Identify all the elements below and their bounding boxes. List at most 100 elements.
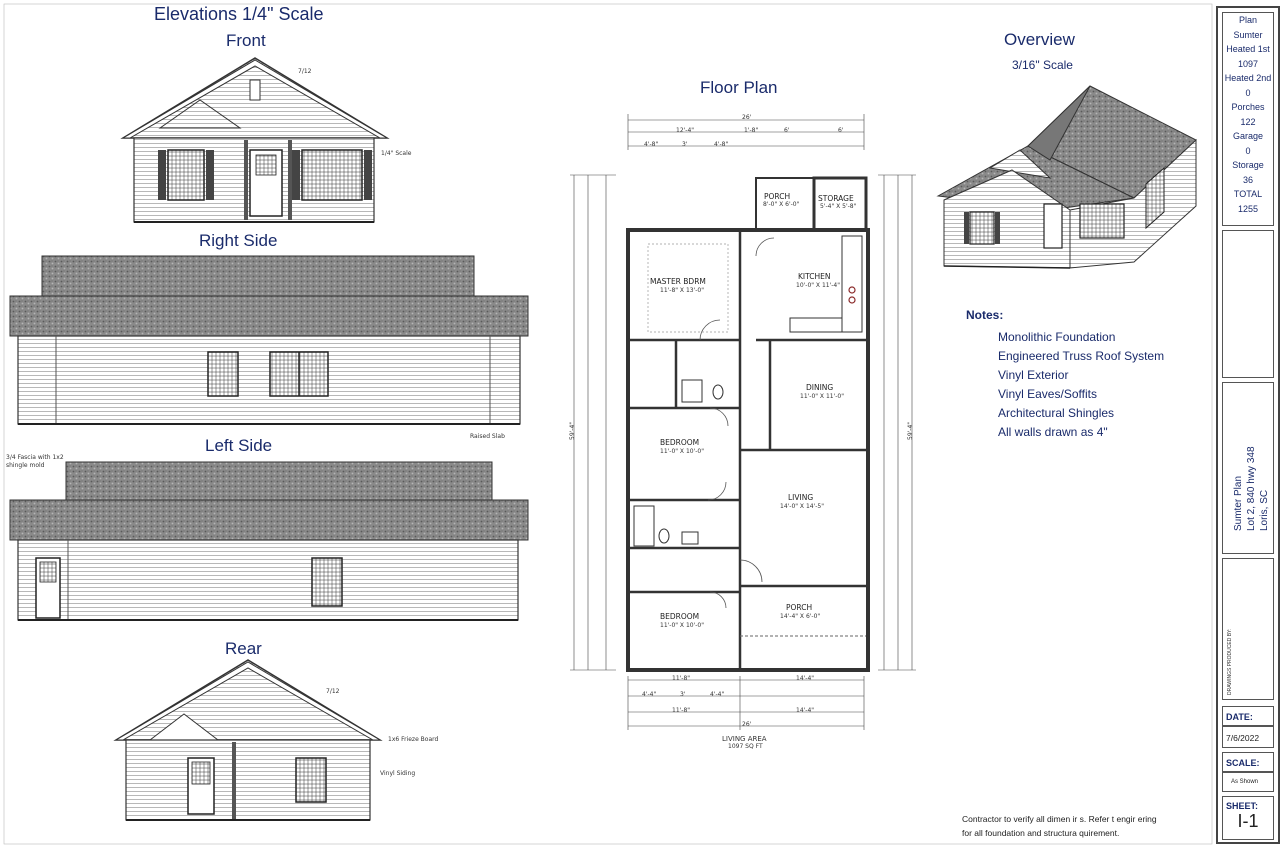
- dim-top-f: 3': [682, 141, 688, 148]
- front-scale-note: 1/4" Scale: [381, 150, 412, 157]
- notes-section: Notes: Monolithic Foundation Engineered …: [966, 308, 1164, 442]
- overview-3d-drawing: [936, 85, 1197, 269]
- dim-bottom-total: 26': [742, 721, 752, 728]
- sheet-value: I-1: [1237, 811, 1259, 831]
- dim-bottom-g: 14'-4": [796, 707, 815, 714]
- dim-top-total: 26': [742, 114, 752, 121]
- drawings-by-label: DRAWINGS PRODUCED BY:: [1227, 628, 1233, 696]
- note-item: Engineered Truss Roof System: [998, 349, 1165, 363]
- bedroom-1-size: 11'-0" X 10'-0": [660, 448, 704, 455]
- master-bedroom-label: MASTER BDRM: [650, 277, 706, 286]
- front-porch-label: PORCH: [786, 603, 813, 612]
- title-block: Plan Sumter Heated 1st 1097 Heated 2nd 0…: [1216, 6, 1280, 844]
- note-item: Vinyl Eaves/Soffits: [998, 387, 1097, 401]
- dim-top-c: 6': [784, 127, 790, 134]
- dim-top-a: 12'-4": [676, 127, 695, 134]
- dining-label: DINING: [806, 383, 834, 392]
- rear-elevation-title: Rear: [225, 639, 262, 658]
- vinyl-siding-note: Vinyl Siding: [380, 770, 416, 777]
- master-bedroom-size: 11'-8" X 13'-0": [660, 287, 704, 294]
- stat-line: Heated 2nd: [1224, 73, 1272, 83]
- fascia-note-line-2: shingle mold: [6, 462, 45, 469]
- stat-line: 122: [1240, 116, 1256, 127]
- stat-line: 36: [1242, 174, 1253, 185]
- dim-top-b: 1'-8": [744, 127, 759, 134]
- kitchen-label: KITCHEN: [798, 272, 831, 281]
- dim-left-total: 59'-4": [569, 421, 576, 440]
- left-side-elevation-drawing: [9, 461, 529, 621]
- dim-bottom-c: 4'-4": [642, 691, 657, 698]
- drawings-by-box: DRAWINGS PRODUCED BY:: [1222, 558, 1274, 700]
- living-area-label: LIVING AREA: [722, 735, 767, 743]
- fascia-note-line-1: 3/4 Fascia with 1x2: [6, 454, 64, 461]
- kitchen-size: 10'-0" X 11'-4": [796, 282, 840, 289]
- bedroom-1-label: BEDROOM: [660, 438, 700, 447]
- project-address: Lot 2, 840 hwy 348: [1246, 446, 1257, 531]
- front-elevation-title: Front: [226, 31, 266, 50]
- note-item: All walls drawn as 4": [998, 425, 1108, 439]
- living-label: LIVING: [788, 493, 814, 502]
- dim-bottom-b: 14'-4": [796, 675, 815, 682]
- bedroom-2-size: 11'-0" X 10'-0": [660, 622, 704, 629]
- project-info: Sumter Plan Lot 2, 840 hwy 348 Loris, SC: [1232, 446, 1271, 531]
- date-value: 7/6/2022: [1226, 733, 1260, 743]
- stat-line: Heated 1st: [1226, 44, 1270, 54]
- scale-label-box: SCALE:: [1222, 752, 1274, 772]
- dim-right-total: 59'-4": [907, 421, 914, 440]
- overview-scale: 3/16" Scale: [1012, 58, 1073, 72]
- dim-bottom-a: 11'-8": [672, 675, 691, 682]
- right-side-elevation-drawing: [9, 255, 529, 425]
- scale-value-box: As Shown: [1222, 772, 1274, 792]
- rear-porch-label: PORCH: [764, 192, 791, 201]
- rear-elevation-drawing: [113, 659, 383, 821]
- rear-porch-size: 8'-0" X 6'-0": [763, 201, 800, 208]
- note-item: Architectural Shingles: [998, 406, 1115, 420]
- note-item: Vinyl Exterior: [998, 368, 1069, 382]
- left-side-elevation-title: Left Side: [205, 436, 273, 455]
- bedroom-2-label: BEDROOM: [660, 612, 700, 621]
- dim-top-g: 4'-8": [714, 141, 729, 148]
- dim-bottom-e: 4'-4": [710, 691, 725, 698]
- living-area-value: 1097 SQ FT: [728, 743, 763, 750]
- project-name: Sumter Plan: [1233, 475, 1244, 531]
- overview-title: Overview: [1004, 30, 1075, 49]
- notes-heading: Notes:: [966, 308, 1004, 322]
- scale-value: As Shown: [1231, 779, 1259, 785]
- project-city: Loris, SC: [1259, 489, 1270, 531]
- stat-line: Porches: [1231, 102, 1265, 112]
- dim-top-d: 6': [838, 127, 844, 134]
- stat-line: Plan: [1238, 15, 1257, 25]
- note-item: Monolithic Foundation: [998, 330, 1116, 344]
- stat-line: Garage: [1232, 131, 1264, 141]
- stat-line: Storage: [1232, 160, 1264, 170]
- storage-size: 5'-4" X 5'-8": [820, 203, 857, 210]
- raised-slab-note: Raised Slab: [470, 433, 505, 440]
- floor-plan-title: Floor Plan: [700, 78, 778, 97]
- stat-line: TOTAL: [1233, 189, 1263, 199]
- dining-size: 11'-0" X 11'-0": [800, 393, 844, 400]
- project-box: Sumter Plan Lot 2, 840 hwy 348 Loris, SC: [1222, 382, 1274, 554]
- date-label-box: DATE:: [1222, 706, 1274, 726]
- blank-box-1: [1222, 230, 1274, 378]
- stat-line: 0: [1245, 87, 1251, 98]
- sheet-label: SHEET:: [1226, 801, 1259, 811]
- elevations-heading: Elevations 1/4" Scale: [154, 4, 324, 24]
- dim-bottom-d: 3': [680, 691, 686, 698]
- frieze-board-note: 1x6 Frieze Board: [388, 736, 439, 743]
- rear-pitch-label: 7/12: [326, 688, 340, 695]
- contractor-note-line-2: for all foundation and structura quireme…: [962, 828, 1120, 838]
- date-label: DATE:: [1226, 712, 1253, 722]
- sheet-box: SHEET: I-1: [1222, 796, 1274, 840]
- front-pitch-label: 7/12: [298, 68, 312, 75]
- dim-top-e: 4'-8": [644, 141, 659, 148]
- stat-line: 0: [1245, 145, 1251, 156]
- right-side-elevation-title: Right Side: [199, 231, 278, 250]
- storage-label: STORAGE: [818, 194, 854, 203]
- contractor-note-line-1: Contractor to verify all dimen ir s. Ref…: [962, 814, 1157, 824]
- date-value-box: 7/6/2022: [1222, 726, 1274, 748]
- stat-line: 1097: [1237, 58, 1259, 69]
- front-porch-size: 14'-4" X 6'-0": [780, 613, 821, 620]
- stat-line: Sumter: [1233, 29, 1263, 40]
- floor-plan-drawing: [570, 114, 916, 730]
